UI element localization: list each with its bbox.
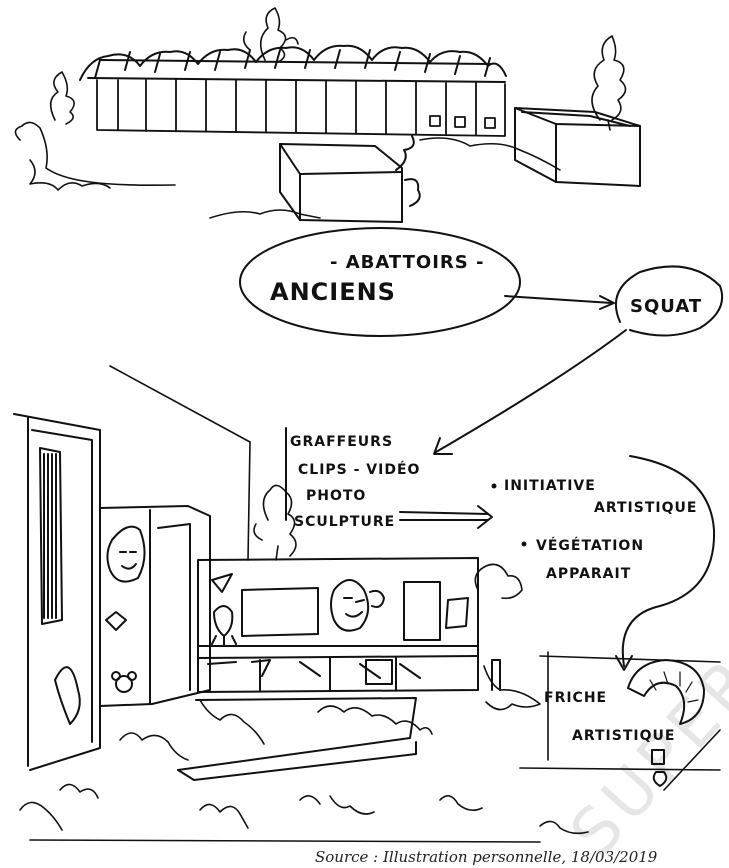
- ground-lines: [209, 137, 561, 219]
- arrow-to-squat: [504, 295, 615, 310]
- tree-top-center: [242, 7, 299, 63]
- perspective-lines: [109, 365, 251, 561]
- artistique-label: ARTISTIQUE: [572, 728, 675, 744]
- activity-clips-video: CLIPS - VIDÉO: [298, 461, 420, 478]
- anciens-label: ANCIENS: [270, 278, 396, 306]
- bullet-vegetation-line1: VÉGÉTATION: [536, 537, 644, 554]
- bullet-initiative-line2: ARTISTIQUE: [594, 500, 697, 516]
- bullet-list: INITIATIVE ARTISTIQUE VÉGÉTATION APPARAI…: [491, 478, 697, 582]
- arrow-to-friche: [615, 455, 716, 671]
- watermark: SUPER: [557, 642, 729, 868]
- arrow-activities-to-initiative: [399, 505, 493, 529]
- right-block: [514, 107, 641, 187]
- vegetation: [19, 484, 589, 843]
- squat-bubble: SQUAT: [615, 265, 724, 337]
- squat-sketch: [13, 365, 589, 843]
- slaughterhouse-facade: [96, 79, 506, 137]
- bullet-initiative-line1: INITIATIVE: [504, 478, 596, 494]
- activity-photo: PHOTO: [306, 488, 366, 504]
- abattoirs-label: - ABATTOIRS -: [330, 252, 484, 273]
- activity-graffeurs: GRAFFEURS: [290, 434, 393, 450]
- friche-label: FRICHE: [544, 690, 607, 706]
- planter: [177, 697, 417, 781]
- center-block: [279, 135, 421, 223]
- friche-artistique: FRICHE ARTISTIQUE: [519, 651, 721, 791]
- pylon: [491, 659, 501, 691]
- activities-list: GRAFFEURS CLIPS - VIDÉO PHOTO SCULPTURE: [285, 427, 420, 530]
- source-caption: Source : Illustration personnelle, 18/03…: [315, 848, 658, 866]
- anciens-abattoirs-bubble: - ABATTOIRS - ANCIENS: [239, 227, 521, 337]
- slaughterhouse-roof: [79, 44, 507, 83]
- arrow-squat-to-activities: [433, 329, 627, 455]
- tree-top-left: [14, 71, 176, 191]
- activity-sculpture: SCULPTURE: [294, 514, 395, 530]
- tall-left-wall: [13, 413, 101, 771]
- middle-wall: [99, 505, 211, 707]
- graffiti-building: [197, 557, 479, 693]
- squat-label: SQUAT: [630, 296, 702, 317]
- svg-text:SUPER: SUPER: [557, 642, 729, 868]
- bullet-vegetation-line2: APPARAIT: [546, 566, 631, 582]
- slaughterhouse-sketch: [14, 7, 641, 223]
